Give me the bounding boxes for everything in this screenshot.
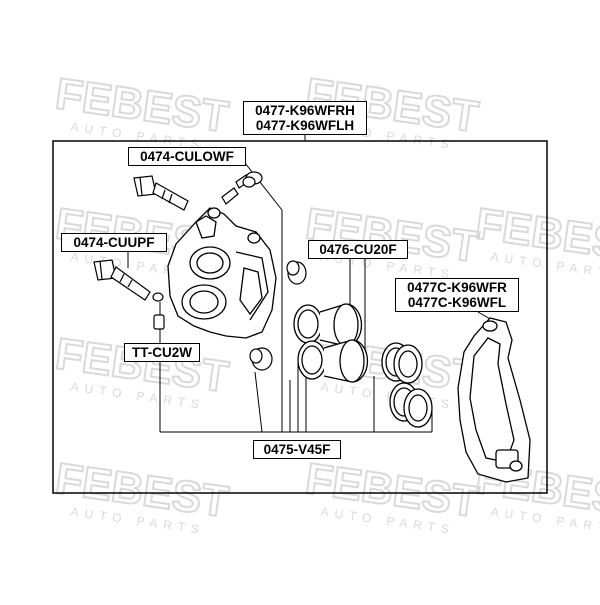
boot-set [249,260,307,371]
label-caliper-bracket-r: 0477C-K96WFR [407,280,507,295]
piston-set [293,303,433,428]
label-piston-text: 0476-CU20F [319,242,397,257]
caliper-body [167,207,277,339]
label-upper-guide-bolt: 0474-CUUPF [61,233,167,252]
guide-bolt-lower [133,175,189,211]
diagram-frame [52,140,548,494]
label-lower-guide-bolt: 0474-CULOWF [128,147,246,166]
label-caliper-assembly: 0477-K96WFRH 0477-K96WFLH [243,101,367,135]
label-caliper-assembly-rh: 0477-K96WFRH [255,103,355,118]
label-caliper-assembly-lh: 0477-K96WFLH [255,118,355,133]
guide-bolt-upper [93,259,164,302]
label-caliper-bracket-l: 0477C-K96WFL [407,295,507,310]
label-bleeder-text: TT-CU2W [132,345,192,360]
label-caliper-bracket: 0477C-K96WFR 0477C-K96WFL [395,278,519,312]
leader-lower-guide-bolt [244,162,283,211]
bleeder-nipple [153,171,263,330]
label-repair-kit-text: 0475-V45F [263,442,331,457]
label-bleeder: TT-CU2W [124,343,200,362]
leader-kit-6 [254,371,263,433]
label-upper-guide-bolt-text: 0474-CUUPF [73,235,155,250]
label-lower-guide-bolt-text: 0474-CULOWF [140,149,234,164]
label-piston: 0476-CU20F [308,240,408,259]
label-repair-kit: 0475-V45F [253,440,341,459]
caliper-bracket [457,317,531,483]
